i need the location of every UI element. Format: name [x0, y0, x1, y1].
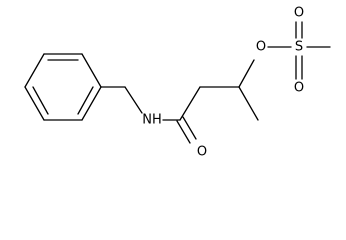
- bond-ch2-to-nh: [124, 86, 143, 114]
- benzene-ring: [24, 53, 102, 121]
- sulfonyl-oxygen-top-label: O: [294, 6, 304, 21]
- nh-label: NH: [142, 113, 162, 128]
- carbonyl-bond-line-1: [176, 120, 191, 144]
- ester-oxygen-label: O: [256, 40, 266, 55]
- ring-double-bond-lower-right: [77, 86, 94, 115]
- sulfonyl-oxygen-bottom-label: O: [294, 81, 304, 96]
- bond-ch-to-methyl: [238, 86, 259, 121]
- carbonyl-bond-line-2: [182, 116, 197, 140]
- sulfur-label: S: [295, 40, 303, 55]
- ring-bond-6: [24, 53, 45, 88]
- carbonyl-double-bond: [176, 116, 197, 144]
- ring-double-bond-left: [32, 86, 49, 115]
- ring-bond-2: [81, 53, 102, 88]
- bond-carbonyl-c-to-ch2: [179, 86, 201, 121]
- ring-bond-3: [81, 86, 102, 121]
- carbonyl-oxygen-label: O: [197, 145, 207, 160]
- ring-bond-5: [24, 86, 45, 121]
- carbon-chain: [100, 46, 331, 121]
- chemical-structure-diagram: NH O O S O O: [24, 6, 331, 160]
- bond-ch-to-ester-o: [238, 59, 255, 88]
- atom-labels: NH O O S O O: [142, 6, 304, 160]
- sulfonyl-double-bonds: [295, 21, 303, 80]
